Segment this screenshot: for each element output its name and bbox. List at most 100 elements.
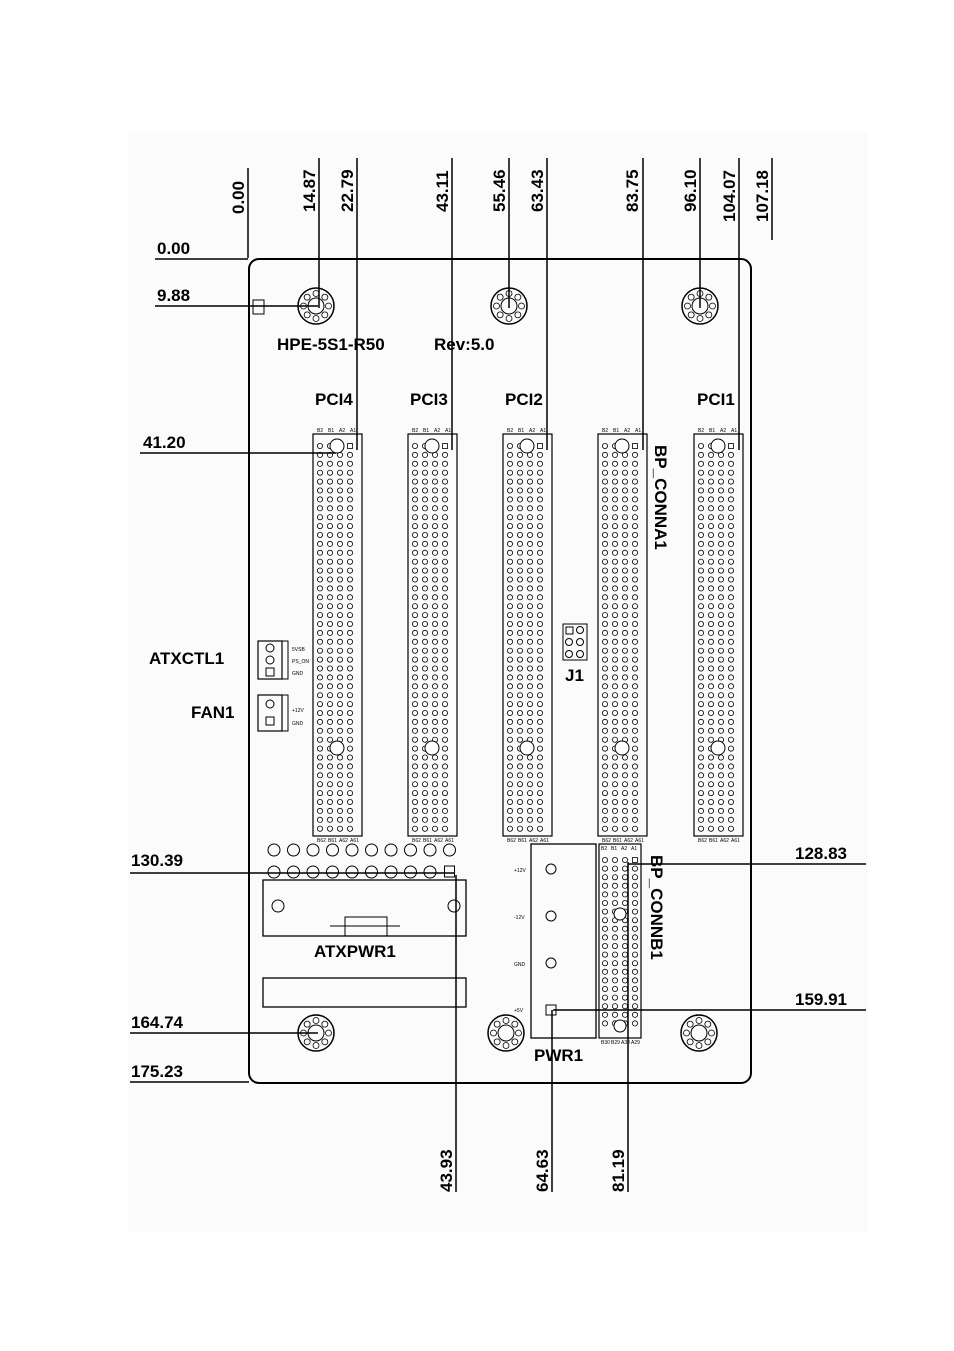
mounting-hole bbox=[297, 1014, 335, 1052]
dim-left-1: 9.88 bbox=[157, 286, 190, 305]
pwr-pin-p5: +5V bbox=[514, 1008, 524, 1014]
top-dimension-lines bbox=[247, 158, 773, 450]
left-dimension-lines bbox=[130, 258, 455, 1083]
connb-pin-label-top: B2 bbox=[601, 846, 607, 852]
connb-pin-label-top: A1 bbox=[631, 846, 637, 852]
slot-pin-label-bottom: B62 bbox=[507, 838, 516, 844]
slot-pin-label-top: B2 bbox=[602, 428, 608, 434]
slot-pin-label-bottom: A62 bbox=[434, 838, 443, 844]
connector-pwr1 bbox=[530, 843, 597, 1039]
right-dimension-lines bbox=[553, 863, 866, 1011]
fan-pin-12v: +12V bbox=[292, 708, 304, 714]
slot-pin-label-bottom: B61 bbox=[709, 838, 718, 844]
slot-label-pci3: PCI3 bbox=[410, 390, 448, 409]
dim-left-4: 164.74 bbox=[131, 1013, 184, 1032]
slot-pin-label-top: B1 bbox=[518, 428, 524, 434]
top-dimension-labels: 0.00 14.87 22.79 43.11 55.46 63.43 83.75… bbox=[229, 169, 772, 222]
atx-keepout-area bbox=[262, 977, 467, 1008]
connb-pin-label-bottom: A29 bbox=[631, 1040, 640, 1046]
slot-pin-label-bottom: B62 bbox=[602, 838, 611, 844]
dim-top-4: 55.46 bbox=[490, 169, 509, 212]
connb-pin-label-bottom: B29 bbox=[611, 1040, 620, 1046]
label-pwr1: PWR1 bbox=[534, 1046, 583, 1065]
dim-top-1: 14.87 bbox=[300, 169, 319, 212]
slot-pin-label-bottom: A62 bbox=[339, 838, 348, 844]
slot-pin-label-top: B1 bbox=[328, 428, 334, 434]
dim-top-6: 83.75 bbox=[623, 169, 642, 212]
pwr-pin-p12: +12V bbox=[514, 868, 526, 874]
slot-label-pci4: PCI4 bbox=[315, 390, 353, 409]
slot-pin-label-top: A1 bbox=[635, 428, 641, 434]
slot-pin-label-top: A1 bbox=[540, 428, 546, 434]
slot-pin-label-top: A2 bbox=[624, 428, 630, 434]
dim-top-5: 63.43 bbox=[528, 169, 547, 212]
slot-pin-label-top: B2 bbox=[317, 428, 323, 434]
dim-right-1: 159.91 bbox=[795, 990, 847, 1009]
dim-top-9: 107.18 bbox=[753, 170, 772, 222]
dim-top-8: 104.07 bbox=[720, 170, 739, 222]
atxctl-pin-pson: PS_ON bbox=[292, 659, 309, 665]
connector-atxpwr1 bbox=[262, 879, 467, 937]
mounting-hole bbox=[490, 287, 528, 325]
dim-left-3: 130.39 bbox=[131, 851, 183, 870]
mounting-hole bbox=[681, 287, 719, 325]
dim-bottom-1: 64.63 bbox=[533, 1149, 552, 1192]
slot-pin-label-top: B2 bbox=[507, 428, 513, 434]
dim-top-0: 0.00 bbox=[229, 181, 248, 214]
label-atxctl1: ATXCTL1 bbox=[149, 649, 224, 668]
label-bp-conna1: BP_CONNA1 bbox=[651, 445, 670, 550]
label-j1: J1 bbox=[565, 666, 584, 685]
slot-pin-label-top: A2 bbox=[434, 428, 440, 434]
dim-bottom-2: 81.19 bbox=[609, 1149, 628, 1192]
slot-pin-label-bottom: A62 bbox=[529, 838, 538, 844]
label-fan1: FAN1 bbox=[191, 703, 234, 722]
pwr-pin-n12: -12V bbox=[514, 915, 525, 921]
dim-bottom-0: 43.93 bbox=[437, 1149, 456, 1192]
left-dimension-labels: 0.00 9.88 41.20 130.39 164.74 175.23 bbox=[131, 239, 190, 1081]
connb-pin-label-bottom: A30 bbox=[621, 1040, 630, 1046]
dim-right-0: 128.83 bbox=[795, 844, 847, 863]
mounting-holes bbox=[297, 287, 719, 1052]
slot-label-pci1: PCI1 bbox=[697, 390, 735, 409]
slot-pin-label-top: B2 bbox=[698, 428, 704, 434]
slot-pin-label-bottom: B62 bbox=[698, 838, 707, 844]
label-bp-connb1: BP_CONNB1 bbox=[647, 855, 666, 960]
board-outline bbox=[248, 258, 752, 1084]
slot-pin-label-bottom: A61 bbox=[540, 838, 549, 844]
board-model: HPE-5S1-R50 bbox=[277, 335, 385, 354]
slot-pin-label-top: A1 bbox=[445, 428, 451, 434]
mounting-hole bbox=[297, 287, 335, 325]
jumper-j1 bbox=[562, 623, 588, 661]
atxctl-pin-5vsb: 5VSB bbox=[292, 647, 305, 653]
dim-top-3: 43.11 bbox=[433, 170, 452, 212]
fiducial-box bbox=[252, 299, 265, 315]
slot-pin-label-bottom: A62 bbox=[720, 838, 729, 844]
dim-left-2: 41.20 bbox=[143, 433, 186, 452]
slot-pin-label-top: A2 bbox=[339, 428, 345, 434]
slot-pin-label-top: B2 bbox=[412, 428, 418, 434]
connb-pin-label-bottom: B30 bbox=[601, 1040, 610, 1046]
slot-pin-label-top: A1 bbox=[350, 428, 356, 434]
dim-left-5: 175.23 bbox=[131, 1062, 183, 1081]
slot-pin-label-bottom: A62 bbox=[624, 838, 633, 844]
connb-pin-label-top: A2 bbox=[621, 846, 627, 852]
board-revision: Rev:5.0 bbox=[434, 335, 494, 354]
mounting-hole bbox=[487, 1014, 525, 1052]
atxctl-pin-gnd: GND bbox=[292, 671, 304, 677]
bottom-dimension-labels: 43.93 64.63 81.19 bbox=[437, 1149, 628, 1192]
connector-atxctl1 bbox=[257, 640, 289, 680]
label-atxpwr1: ATXPWR1 bbox=[314, 942, 396, 961]
slot-pin-label-bottom: A61 bbox=[635, 838, 644, 844]
slot-pin-label-top: B1 bbox=[423, 428, 429, 434]
slot-pin-label-top: A2 bbox=[529, 428, 535, 434]
slot-pin-label-bottom: A61 bbox=[350, 838, 359, 844]
connb-pin-label-top: B1 bbox=[611, 846, 617, 852]
slot-pin-label-bottom: A61 bbox=[731, 838, 740, 844]
pci-slots: B2B62B1B61A2A62A1A61B2B62B1B61A2A62A1A61… bbox=[312, 428, 744, 844]
atxpwr1-pin-header bbox=[267, 843, 456, 879]
